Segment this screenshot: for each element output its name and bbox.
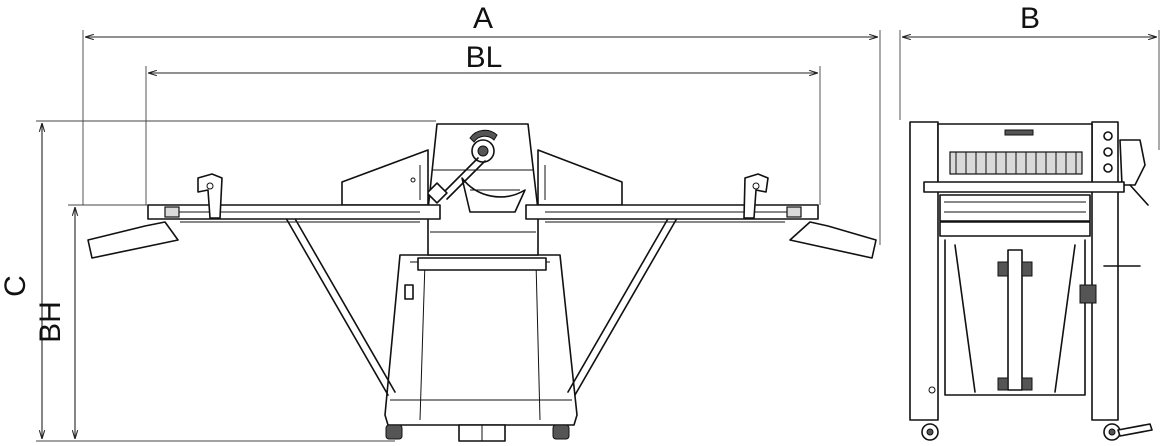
side-lower-frame: [928, 239, 1141, 396]
front-view: [87, 123, 877, 442]
dimension-b: B: [899, 2, 1160, 150]
control-knob-1: [1103, 131, 1113, 141]
label-bh: BH: [34, 301, 67, 343]
front-casters: [385, 424, 570, 442]
side-left-upright: [909, 121, 939, 421]
side-belt: [923, 181, 1125, 237]
dimension-bl: BL: [145, 41, 821, 205]
side-casters: [921, 423, 1153, 441]
control-knob-2: [1103, 147, 1113, 157]
roller-head: [426, 129, 526, 213]
dimension-bh: BH: [34, 204, 150, 439]
tray-handles: [197, 173, 769, 219]
end-trays: [87, 221, 877, 259]
roller-ribs: [949, 151, 1083, 175]
label-bl: BL: [466, 41, 503, 74]
label-c: C: [0, 275, 32, 297]
side-view: [909, 121, 1153, 441]
label-b: B: [1020, 2, 1040, 35]
dimension-a: A: [82, 2, 881, 245]
dimension-c: C: [0, 120, 436, 442]
left-side-panel: [341, 149, 429, 206]
side-head: [937, 123, 1149, 206]
side-lever: [1119, 139, 1146, 186]
right-side-panel: [537, 149, 623, 206]
base-stand: [384, 254, 578, 426]
label-a: A: [473, 2, 493, 35]
control-knob-3: [1103, 163, 1113, 173]
